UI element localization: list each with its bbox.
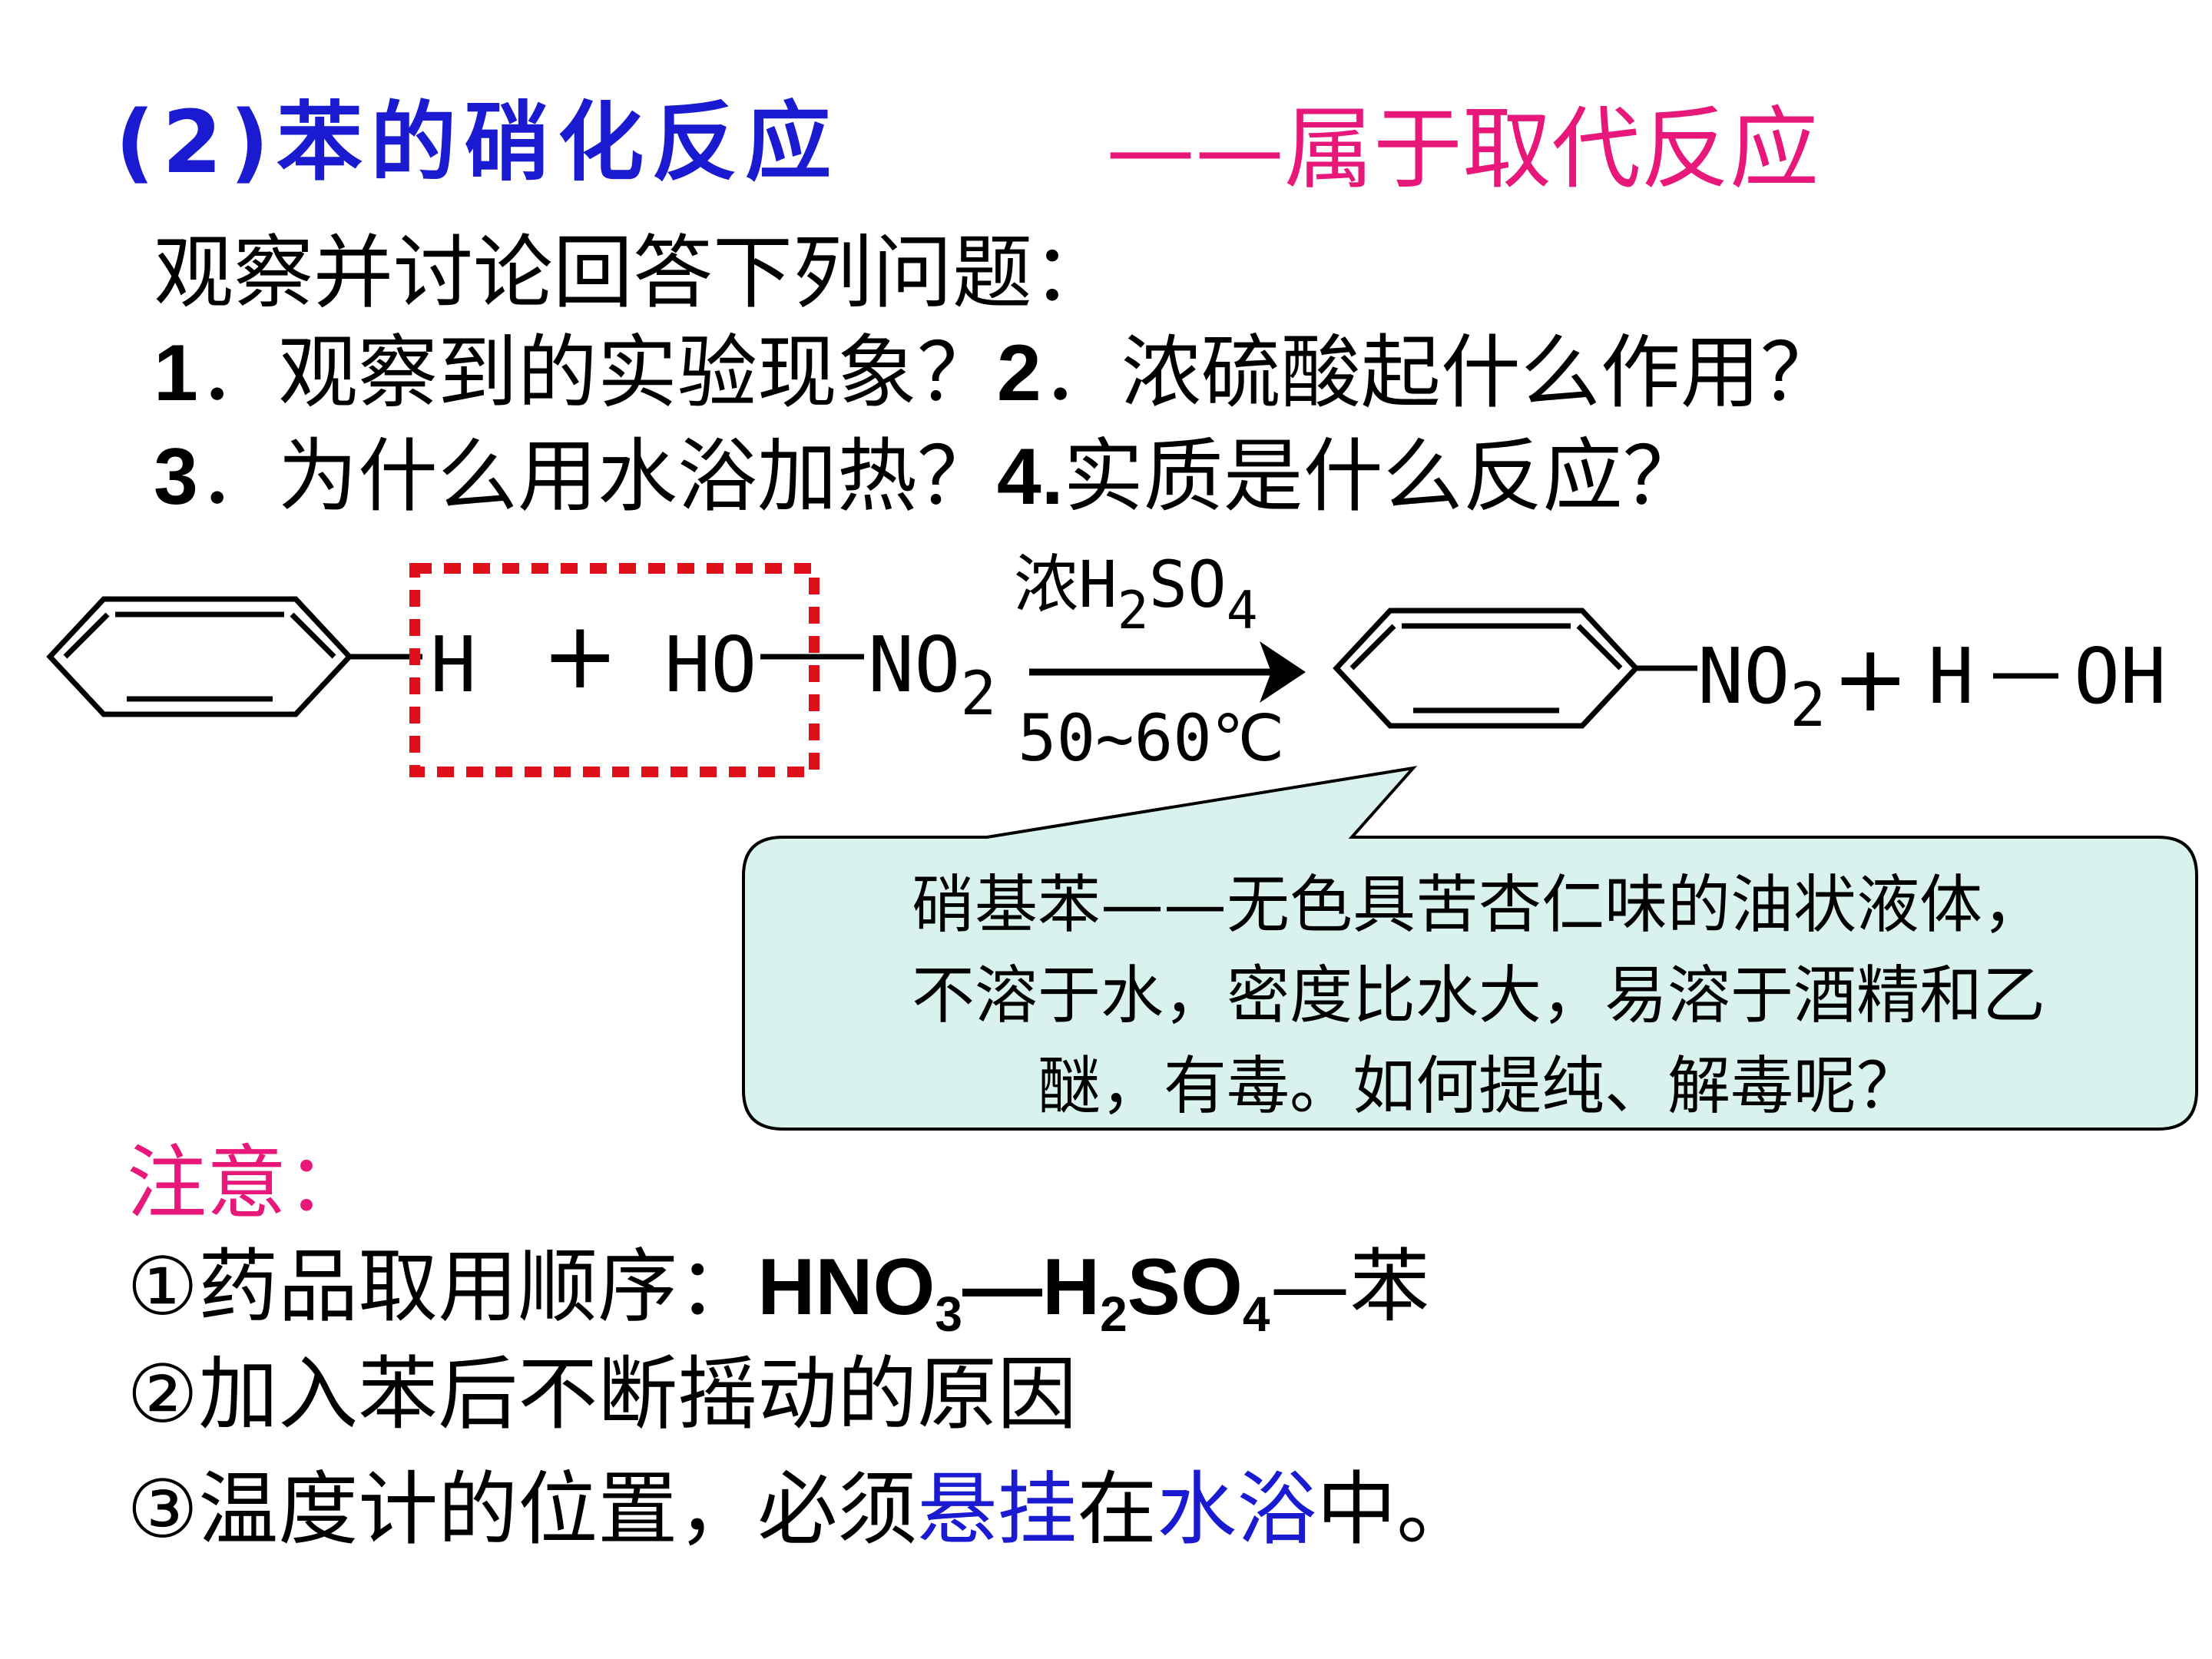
q1-text: ．观察到的实验现象？: [197, 326, 997, 419]
hydrogen-label: H: [430, 620, 476, 710]
arrow-head-icon: [1260, 641, 1306, 703]
callout-line-3: 醚，有毒。如何提纯、解毒呢？: [1037, 1050, 1919, 1123]
highlight-suspend: 悬挂: [917, 1462, 1078, 1556]
slide-title: (2)苯的硝化反应: [115, 93, 839, 193]
dashed-highlight-box: [409, 563, 820, 777]
highlight-water-bath: 水浴: [1157, 1462, 1317, 1556]
q4-text: 实质是什么反应？: [1063, 429, 1703, 523]
callout-line-1: 硝基苯——无色具苦杏仁味的油状液体，: [911, 869, 2045, 942]
question-intro: 观察并讨论回答下列问题：: [154, 226, 1113, 320]
q3-number: 3: [154, 432, 198, 522]
note-1-suffix: —苯: [1270, 1240, 1430, 1333]
question-line-1: 1．观察到的实验现象？2．浓硫酸起什么作用？: [154, 307, 1840, 423]
slide-subtitle: ——属于取代反应: [1106, 98, 1819, 201]
note-1-prefix: ①药品取用顺序：: [127, 1240, 758, 1333]
water-h: H: [1928, 631, 1974, 721]
q2-number: 2: [996, 329, 1041, 418]
callout-bubble: [742, 766, 2198, 1131]
callout-text: 硝基苯——无色具苦杏仁味的油状液体， 不溶于水，密度比水大，易溶于酒精和乙 醚，…: [757, 860, 2200, 1132]
nitro-group-left: NO2: [868, 620, 996, 729]
q1-number: 1: [154, 329, 198, 418]
note-1-formula: HNO3—H2SO4: [757, 1243, 1270, 1342]
question-line-2: 3．为什么用水浴加热？4.实质是什么反应？: [154, 411, 1703, 527]
q2-text: ．浓硫酸起什么作用？: [1041, 326, 1840, 419]
q4-number: 4.: [996, 432, 1064, 522]
benzene-ring-left: [46, 596, 422, 717]
water-oh: OH: [2074, 631, 2166, 721]
note-1: ①药品取用顺序：HNO3—H2SO4—苯: [127, 1221, 1430, 1343]
nitration-reaction-diagram: H + HO NO2 浓H2SO4 50~60℃ NO2 + H OH: [46, 547, 2198, 1131]
callout-line-2: 不溶于水，密度比水大，易溶于酒精和乙: [911, 959, 2045, 1032]
hydroxyl-label: HO: [664, 620, 757, 710]
plus-sign-2: +: [1832, 626, 1909, 733]
nitro-group-right: NO2: [1697, 631, 1826, 740]
note-2: ②加入苯后不断摇动的原因: [127, 1347, 1078, 1441]
q3-text: ．为什么用水浴加热？: [197, 429, 997, 523]
catalyst-label: 浓H2SO4: [1014, 547, 1258, 641]
temperature-condition: 50~60℃: [1018, 700, 1284, 776]
benzene-ring-right: [1333, 608, 1697, 729]
plus-sign: +: [541, 603, 619, 710]
note-3: ③温度计的位置，必须悬挂在水浴中。: [127, 1462, 1477, 1556]
notes-heading: 注意：: [127, 1136, 367, 1230]
